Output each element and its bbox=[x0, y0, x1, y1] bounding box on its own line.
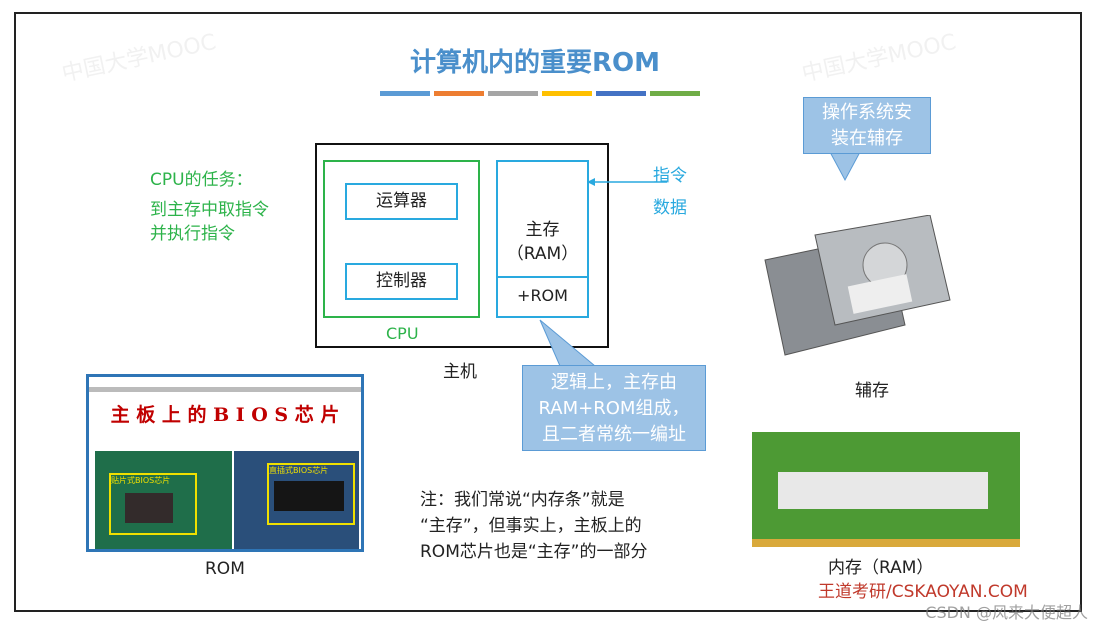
callout-line: 且二者常统一编址 bbox=[542, 424, 686, 445]
callout-line: 逻辑上，主存由 bbox=[551, 372, 677, 393]
note-line: “主存”，但事实上，主板上的 bbox=[420, 516, 642, 536]
cpu-task-line: 到主存中取指令 bbox=[150, 200, 269, 220]
cpu-label: CPU bbox=[386, 324, 419, 343]
ram-text: （RAM） bbox=[506, 244, 579, 264]
accent-bar bbox=[488, 91, 538, 96]
callout-os: 操作系统安 装在辅存 bbox=[803, 97, 931, 154]
slide-frame bbox=[14, 12, 1082, 612]
callout-line: RAM+ROM组成， bbox=[538, 398, 690, 419]
callout-logic: 逻辑上，主存由 RAM+ROM组成， 且二者常统一编址 bbox=[522, 365, 706, 451]
callout-line: 装在辅存 bbox=[831, 128, 903, 149]
bios-image: 主 板 上 的 B I O S 芯 片 贴片式BIOS芯片 直插式BIOS芯片 bbox=[86, 374, 364, 552]
rom-caption: ROM bbox=[205, 559, 245, 579]
accent-bar bbox=[596, 91, 646, 96]
chip-label: 贴片式BIOS芯片 bbox=[109, 473, 197, 535]
csdn-watermark: CSDN @风来大便超人 bbox=[925, 603, 1088, 622]
chip-photo: 直插式BIOS芯片 bbox=[234, 451, 359, 549]
chip-label: 直插式BIOS芯片 bbox=[267, 463, 355, 525]
accent-bar bbox=[380, 91, 430, 96]
rom-label: +ROM bbox=[517, 286, 568, 305]
alu-box: 运算器 bbox=[345, 183, 458, 220]
data-label: 数据 bbox=[653, 198, 687, 218]
ram-label: 内存（RAM） bbox=[828, 558, 934, 578]
host-label: 主机 bbox=[443, 362, 477, 382]
cpu-task-line: 并执行指令 bbox=[150, 224, 235, 244]
callout-line: 操作系统安 bbox=[822, 102, 912, 123]
cpu-task-heading: CPU的任务： bbox=[150, 170, 253, 190]
instr-label: 指令 bbox=[653, 166, 687, 186]
accent-bar bbox=[542, 91, 592, 96]
main-memory-box bbox=[496, 160, 589, 318]
accent-bar bbox=[650, 91, 700, 96]
aux-storage-label: 辅存 bbox=[855, 381, 889, 401]
control-unit-box: 控制器 bbox=[345, 263, 458, 300]
main-memory-label: 主存 （RAM） bbox=[496, 218, 589, 266]
arrow-icon bbox=[587, 178, 667, 186]
callout-pointer bbox=[829, 151, 861, 182]
note-line: 注：我们常说“内存条”就是 bbox=[420, 490, 625, 510]
signals: 指令 数据 bbox=[653, 160, 687, 224]
main-memory-text: 主存 bbox=[525, 220, 560, 240]
divider bbox=[496, 276, 589, 278]
chip-photo: 贴片式BIOS芯片 bbox=[95, 451, 232, 549]
accent-bar bbox=[434, 91, 484, 96]
note: 注：我们常说“内存条”就是 “主存”，但事实上，主板上的 ROM芯片也是“主存”… bbox=[420, 487, 647, 565]
brand-text: 王道考研/CSKAOYAN.COM bbox=[818, 582, 1028, 602]
host-box bbox=[315, 143, 609, 348]
slide-title: 计算机内的重要ROM bbox=[410, 48, 660, 78]
cpu-task: CPU的任务： 到主存中取指令 并执行指令 bbox=[150, 168, 269, 246]
ram-stick-image bbox=[752, 432, 1020, 547]
bios-caption: 主 板 上 的 B I O S 芯 片 bbox=[110, 404, 340, 426]
hard-disk-image bbox=[764, 215, 951, 356]
note-line: ROM芯片也是“主存”的一部分 bbox=[420, 542, 648, 562]
cpu-box bbox=[323, 160, 480, 318]
